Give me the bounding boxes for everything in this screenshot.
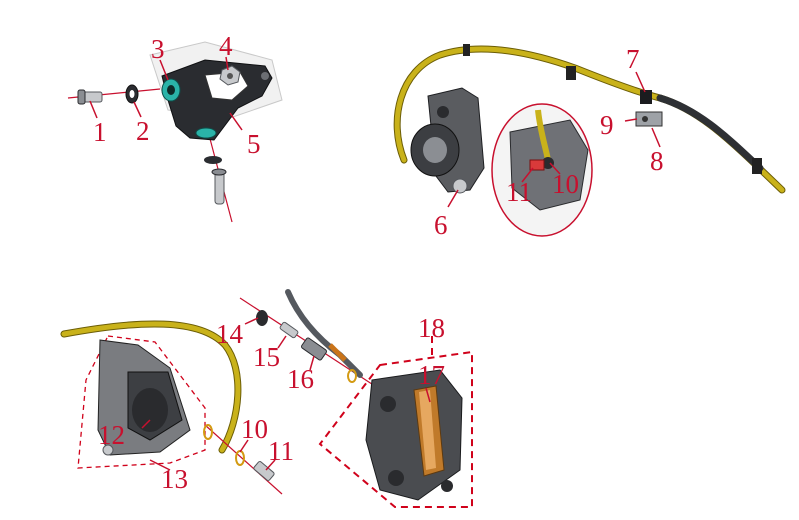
bracket-assembly-view: 1 2 3 4 5 — [67, 31, 283, 223]
hose-sheath — [656, 94, 764, 172]
washer-10-b — [235, 450, 245, 466]
callout-13: 13 — [161, 464, 188, 494]
bleeder-valve-16 — [301, 337, 327, 361]
caliper-part-6 — [410, 87, 485, 194]
callout-16: 16 — [287, 364, 314, 394]
callout-1: 1 — [93, 117, 107, 147]
hose-fitting — [328, 343, 347, 362]
callout-4: 4 — [219, 31, 233, 61]
region-18-outline — [318, 350, 473, 508]
region-13-outline — [77, 335, 206, 469]
callout-7: 7 — [626, 44, 640, 74]
hose-clip-c — [752, 158, 762, 174]
callout-15: 15 — [253, 342, 280, 372]
detail-magnified-circle — [491, 103, 593, 237]
callout-2: 2 — [136, 116, 150, 146]
washer-10-a — [203, 424, 213, 440]
lower-hose — [61, 321, 241, 453]
upper-hose — [285, 289, 363, 378]
callout-17: 17 — [418, 360, 445, 390]
callout-10-detail: 10 — [552, 169, 579, 199]
washer-part-2 — [125, 84, 139, 104]
lower-grommet — [195, 127, 227, 205]
hose-clip-7 — [640, 90, 652, 104]
callout-12: 12 — [98, 420, 125, 450]
callout-9: 9 — [600, 110, 614, 140]
callout-11-detail: 11 — [506, 177, 532, 207]
callout-8: 8 — [650, 146, 664, 176]
banjo-bolt-11 — [253, 461, 275, 481]
callout-3: 3 — [151, 34, 165, 64]
bleeder-screw-15 — [279, 321, 299, 339]
callout-6: 6 — [434, 210, 448, 240]
washer-upper — [347, 369, 357, 383]
callout-14: 14 — [216, 319, 244, 349]
caliper-exploded-view: 14 15 16 17 18 12 13 10 11 — [60, 289, 473, 508]
bushing-part-3 — [161, 78, 181, 102]
hose-clip-b — [566, 66, 576, 80]
hose-bracket-8 — [635, 111, 663, 127]
hose-clip-a — [463, 44, 470, 56]
nut-part-4 — [219, 65, 241, 86]
callout-5: 5 — [247, 129, 261, 159]
caliper-assembly-12 — [97, 339, 191, 456]
bolt-part-1 — [77, 89, 103, 105]
bleeder-cap-14 — [256, 310, 268, 326]
caliper-part-17 — [365, 369, 463, 501]
callout-18: 18 — [418, 313, 445, 343]
callout-10-lower: 10 — [241, 414, 268, 444]
callout-11-lower: 11 — [268, 436, 294, 466]
hose-routing-view: 7 9 8 6 10 11 — [393, 44, 786, 240]
